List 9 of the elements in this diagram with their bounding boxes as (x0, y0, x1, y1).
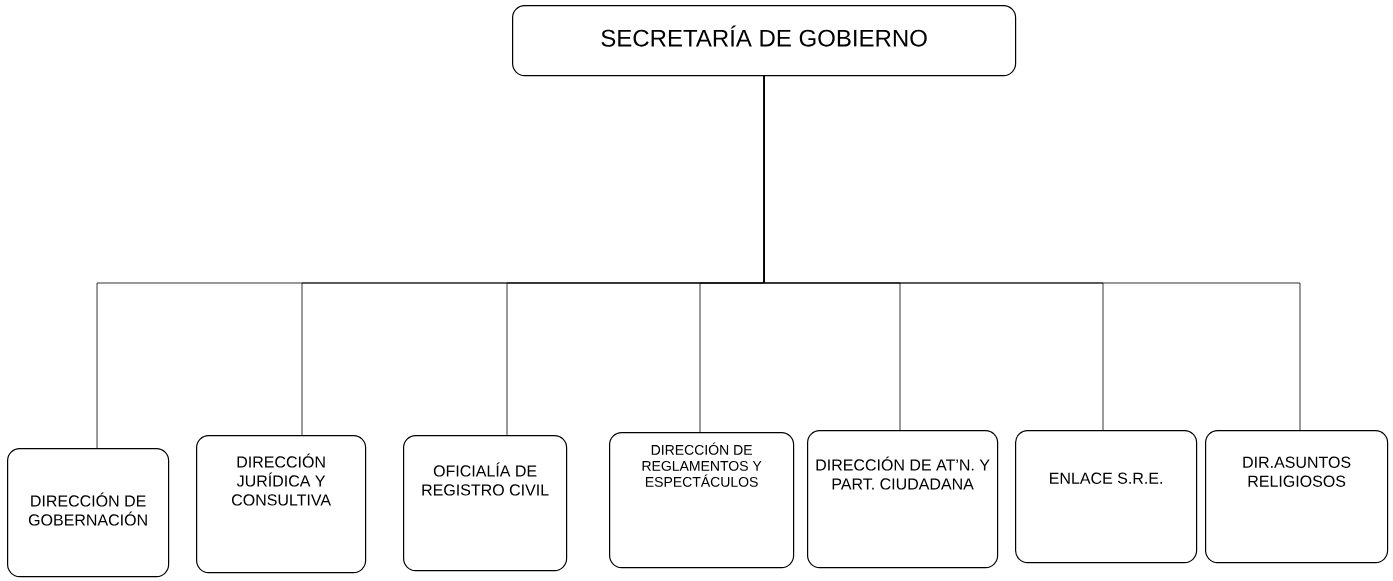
unit-box: DIRECCIÓN JURÍDICA Y CONSULTIVA (196, 435, 367, 574)
unit-box: DIR.ASUNTOS RELIGIOSOS (1205, 429, 1389, 564)
unit-box: OFICIALÍA DE REGISTRO CIVIL (403, 435, 568, 572)
connector-line (763, 75, 1301, 431)
unit-box: ENLACE S.R.E. (1015, 429, 1198, 564)
unit-box: DIRECCIÓN DE REGLAMENTOS Y ESPECTÁCULOS (609, 432, 795, 569)
unit-box: DIRECCIÓN DE AT’N. Y PART. CIUDADANA (807, 429, 999, 569)
title-box: SECRETARÍA DE GOBIERNO (512, 5, 1017, 77)
unit-box: DIRECCIÓN DE GOBERNACIÓN (7, 448, 170, 578)
